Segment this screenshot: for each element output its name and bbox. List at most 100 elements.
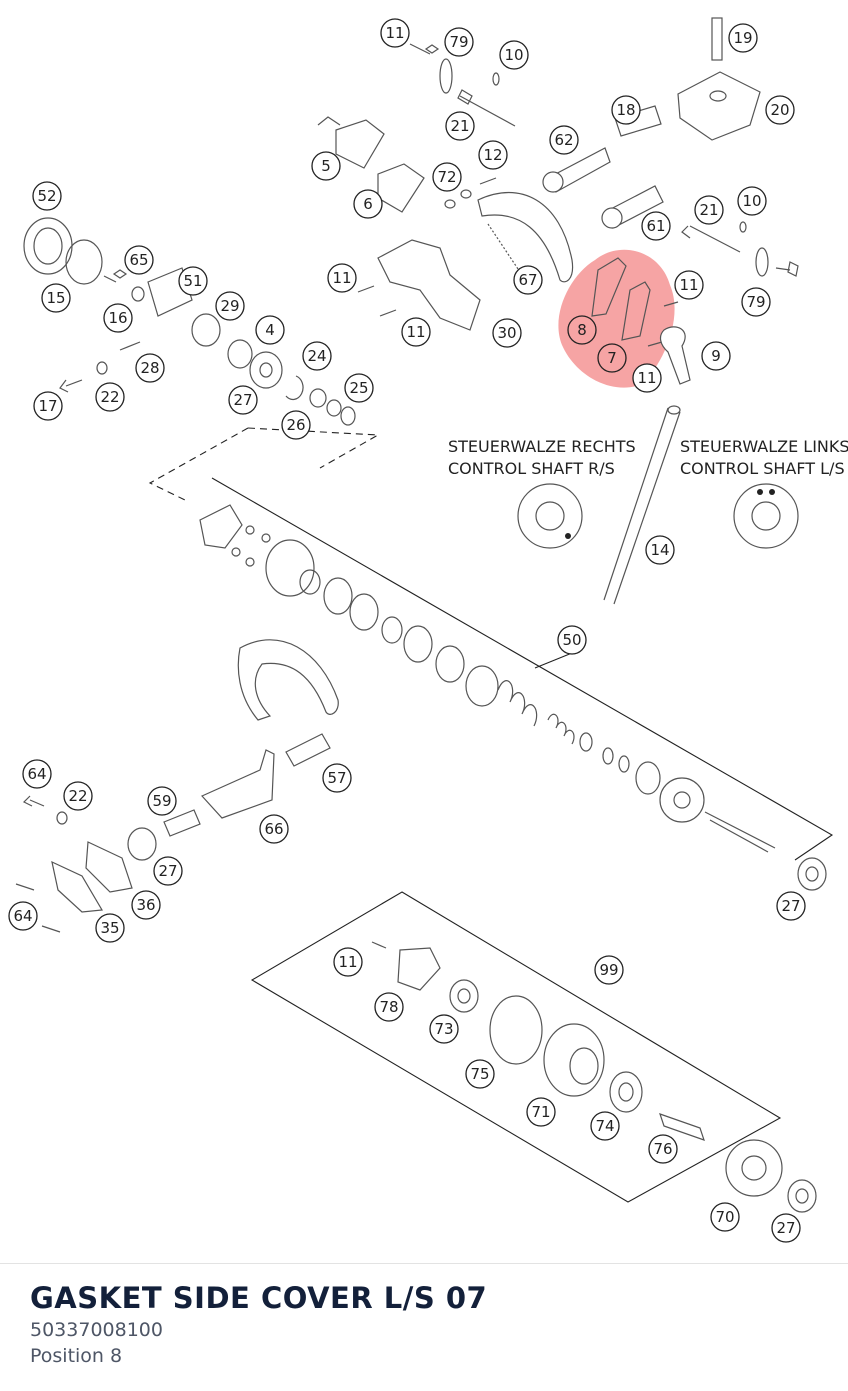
- callout-7[interactable]: 7: [597, 343, 627, 373]
- legend-right-line1: STEUERWALZE RECHTS: [448, 437, 636, 456]
- callout-circle: [445, 111, 475, 141]
- callout-circle: [344, 373, 374, 403]
- callout-20: 20: [765, 95, 795, 125]
- callout-circle: [526, 1097, 556, 1127]
- callout-5: 5: [311, 151, 341, 181]
- callout-label: 20: [770, 101, 789, 119]
- callout-circle: [701, 341, 731, 371]
- callout-label: 21: [450, 117, 469, 135]
- callout-label: 18: [616, 101, 635, 119]
- callout-label: 75: [470, 1065, 489, 1083]
- callout-circle: [710, 1202, 740, 1232]
- callout-28: 28: [135, 353, 165, 383]
- callout-circle: [429, 1014, 459, 1044]
- callout-27: 27: [153, 856, 183, 886]
- callout-27: 27: [776, 891, 806, 921]
- callout-circle: [590, 1111, 620, 1141]
- callout-circle: [95, 913, 125, 943]
- callout-64: 64: [8, 901, 38, 931]
- callout-circle: [674, 270, 704, 300]
- callout-label: 51: [183, 272, 202, 290]
- callout-8[interactable]: 8: [567, 315, 597, 345]
- callout-label: 15: [46, 289, 65, 307]
- callout-circle: [728, 23, 758, 53]
- callout-circle: [124, 245, 154, 275]
- callout-circle: [432, 162, 462, 192]
- callout-10: 10: [499, 40, 529, 70]
- callout-9: 9: [701, 341, 731, 371]
- part-drawings: [15, 17, 827, 1213]
- callout-label: 10: [742, 192, 761, 210]
- callout-11: 11: [632, 363, 662, 393]
- callout-circle: [8, 901, 38, 931]
- callout-label: 64: [27, 765, 46, 783]
- callout-label: 70: [715, 1208, 734, 1226]
- shaft-assembly-frame: [148, 427, 834, 861]
- callout-label: 10: [504, 46, 523, 64]
- exploded-parts-diagram: STEUERWALZE RECHTS CONTROL SHAFT R/S STE…: [8, 17, 848, 1243]
- callout-6: 6: [353, 189, 383, 219]
- callout-21: 21: [445, 111, 475, 141]
- callout-29: 29: [215, 291, 245, 321]
- part-title: GASKET SIDE COVER L/S 07: [30, 1281, 488, 1315]
- callout-circle: [311, 151, 341, 181]
- callout-circle: [95, 382, 125, 412]
- callout-label: 22: [68, 787, 87, 805]
- callout-circle: [499, 40, 529, 70]
- callout-51: 51: [178, 266, 208, 296]
- callout-67: 67: [513, 265, 543, 295]
- callout-22: 22: [95, 382, 125, 412]
- callout-11: 11: [401, 317, 431, 347]
- selected-part-highlight[interactable]: [558, 249, 675, 388]
- callout-label: 19: [733, 29, 752, 47]
- callout-19: 19: [728, 23, 758, 53]
- callout-label: 65: [129, 251, 148, 269]
- callout-4: 4: [255, 315, 285, 345]
- callout-label: 11: [332, 269, 351, 287]
- callout-circle: [178, 266, 208, 296]
- callout-circle: [741, 287, 771, 317]
- callout-label: 22: [100, 388, 119, 406]
- callout-circle: [259, 814, 289, 844]
- callout-label: 28: [140, 359, 159, 377]
- callout-label: 79: [449, 33, 468, 51]
- callout-label: 62: [554, 131, 573, 149]
- callout-label: 64: [13, 907, 32, 925]
- callout-label: 72: [437, 168, 456, 186]
- callout-circle: [567, 315, 597, 345]
- callout-label: 26: [286, 416, 305, 434]
- callout-label: 35: [100, 919, 119, 937]
- part-position: Position 8: [30, 1345, 123, 1367]
- callout-circle: [645, 535, 675, 565]
- callout-70: 70: [710, 1202, 740, 1232]
- callout-circle: [147, 786, 177, 816]
- callout-label: 8: [577, 321, 587, 339]
- callout-26: 26: [281, 410, 311, 440]
- callout-circle: [228, 385, 258, 415]
- callout-21: 21: [694, 195, 724, 225]
- callout-label: 61: [646, 217, 665, 235]
- callout-14: 14: [645, 535, 675, 565]
- callout-71: 71: [526, 1097, 556, 1127]
- callout-circle: [135, 353, 165, 383]
- callout-label: 99: [599, 961, 618, 979]
- callout-label: 36: [136, 896, 155, 914]
- callout-79: 79: [741, 287, 771, 317]
- callout-label: 27: [233, 391, 252, 409]
- callout-64: 64: [22, 759, 52, 789]
- callout-36: 36: [131, 890, 161, 920]
- callout-circle: [478, 140, 508, 170]
- part-number: 50337008100: [30, 1319, 163, 1341]
- legend-left-line2: CONTROL SHAFT L/S: [680, 459, 845, 478]
- callout-72: 72: [432, 162, 462, 192]
- callout-79: 79: [444, 27, 474, 57]
- callout-24: 24: [302, 341, 332, 371]
- callout-label: 30: [497, 324, 516, 342]
- callout-65: 65: [124, 245, 154, 275]
- callout-circle: [776, 891, 806, 921]
- callout-label: 11: [679, 276, 698, 294]
- callout-label: 4: [265, 321, 275, 339]
- callout-30: 30: [492, 318, 522, 348]
- callout-label: 50: [562, 631, 581, 649]
